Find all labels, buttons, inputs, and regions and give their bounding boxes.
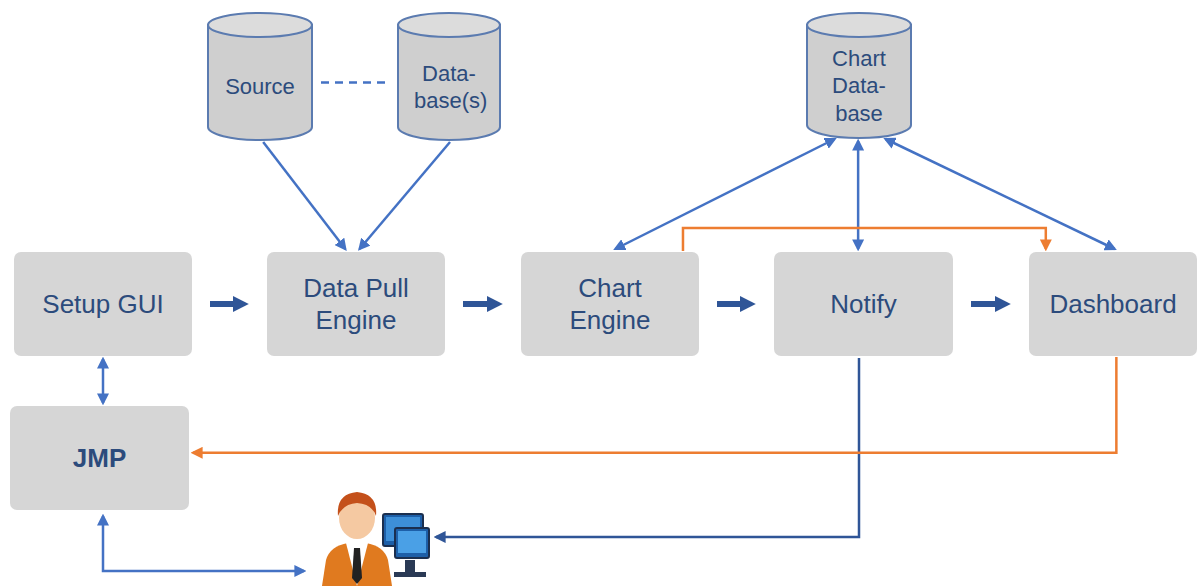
node-label: JMP xyxy=(73,442,126,475)
node-label: Data- base(s) xyxy=(414,60,484,115)
cylinder-body xyxy=(807,25,911,138)
connector xyxy=(360,142,450,249)
notify-user-line xyxy=(436,358,859,537)
process-box: Chart Engine xyxy=(521,252,699,356)
source-database: Data- base(s) xyxy=(397,12,501,140)
user-icon xyxy=(322,492,429,586)
connector xyxy=(615,139,834,249)
node-label: Source xyxy=(225,73,295,101)
cylinder-top xyxy=(208,13,312,37)
node-label: Chart Data- base xyxy=(825,45,893,128)
process-box: Notify xyxy=(774,252,953,356)
cylinder-body xyxy=(398,25,500,140)
chart-database: Chart Data- base xyxy=(806,12,912,138)
connector xyxy=(717,301,743,307)
node-label: Notify xyxy=(830,288,896,321)
connector xyxy=(321,81,389,84)
connector xyxy=(971,301,998,307)
cylinder-top xyxy=(807,13,911,37)
cylinder-body xyxy=(208,25,312,140)
node-label: Data Pull Engine xyxy=(286,272,426,337)
connector xyxy=(210,301,236,307)
connector xyxy=(102,359,105,403)
connector xyxy=(857,141,860,249)
process-box: Data Pull Engine xyxy=(267,252,445,356)
connector xyxy=(193,357,1116,453)
jmp-user-line xyxy=(103,516,304,571)
connector xyxy=(463,301,490,307)
source-database: Source xyxy=(207,12,313,140)
process-box: JMP xyxy=(10,406,189,510)
connector xyxy=(886,139,1115,249)
connector xyxy=(263,142,345,249)
process-box: Setup GUI xyxy=(14,252,192,356)
cylinder-top xyxy=(398,13,500,37)
node-label: Setup GUI xyxy=(42,288,163,321)
node-label: Dashboard xyxy=(1049,288,1176,321)
process-box: Dashboard xyxy=(1029,252,1197,356)
node-label: Chart Engine xyxy=(550,272,670,337)
connector xyxy=(683,228,1046,251)
